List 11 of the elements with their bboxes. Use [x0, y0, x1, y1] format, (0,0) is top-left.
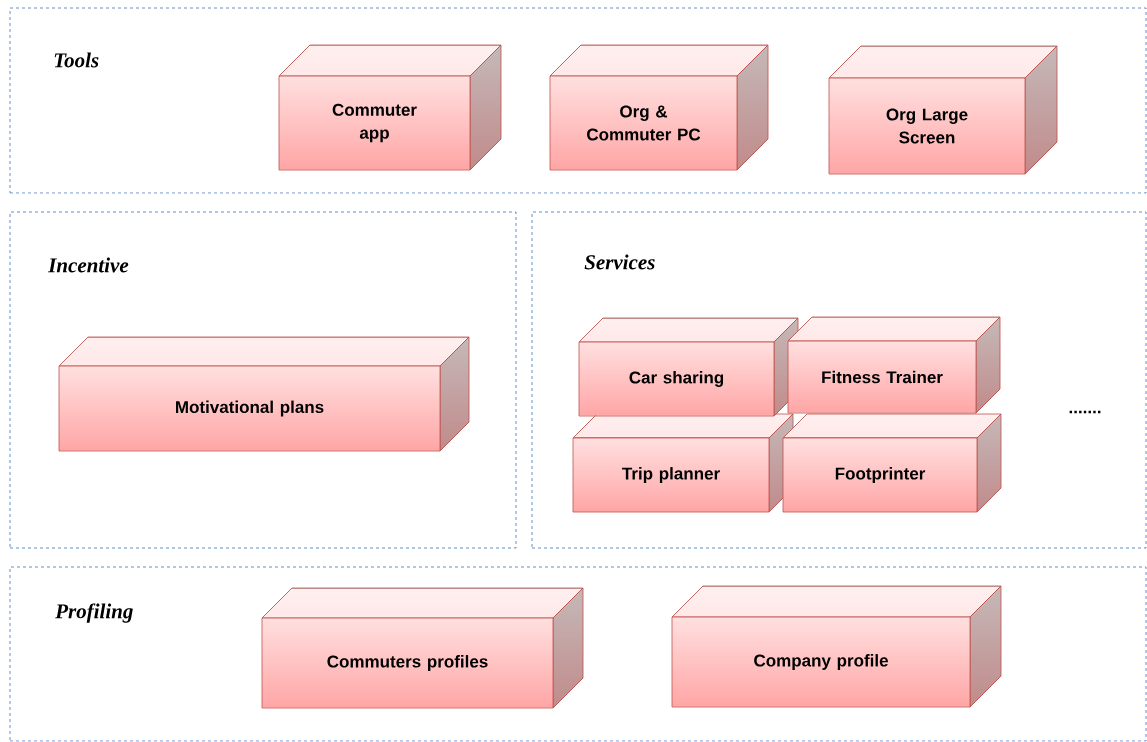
3d-box: Company profile	[671, 585, 1002, 708]
ellipsis: .......	[1069, 410, 1101, 414]
3d-box: Car sharing	[578, 317, 799, 417]
3d-box: Commuters profiles	[261, 587, 584, 709]
3d-box: Footprinter	[782, 413, 1002, 513]
3d-box: Trip planner	[572, 413, 794, 513]
3d-box: Commuter app	[278, 44, 502, 171]
3d-box: Fitness Trainer	[787, 316, 1001, 414]
3d-box: Org & Commuter PC	[549, 44, 769, 171]
3d-box: Motivational plans	[58, 336, 470, 452]
3d-box: Org Large Screen	[828, 45, 1058, 175]
